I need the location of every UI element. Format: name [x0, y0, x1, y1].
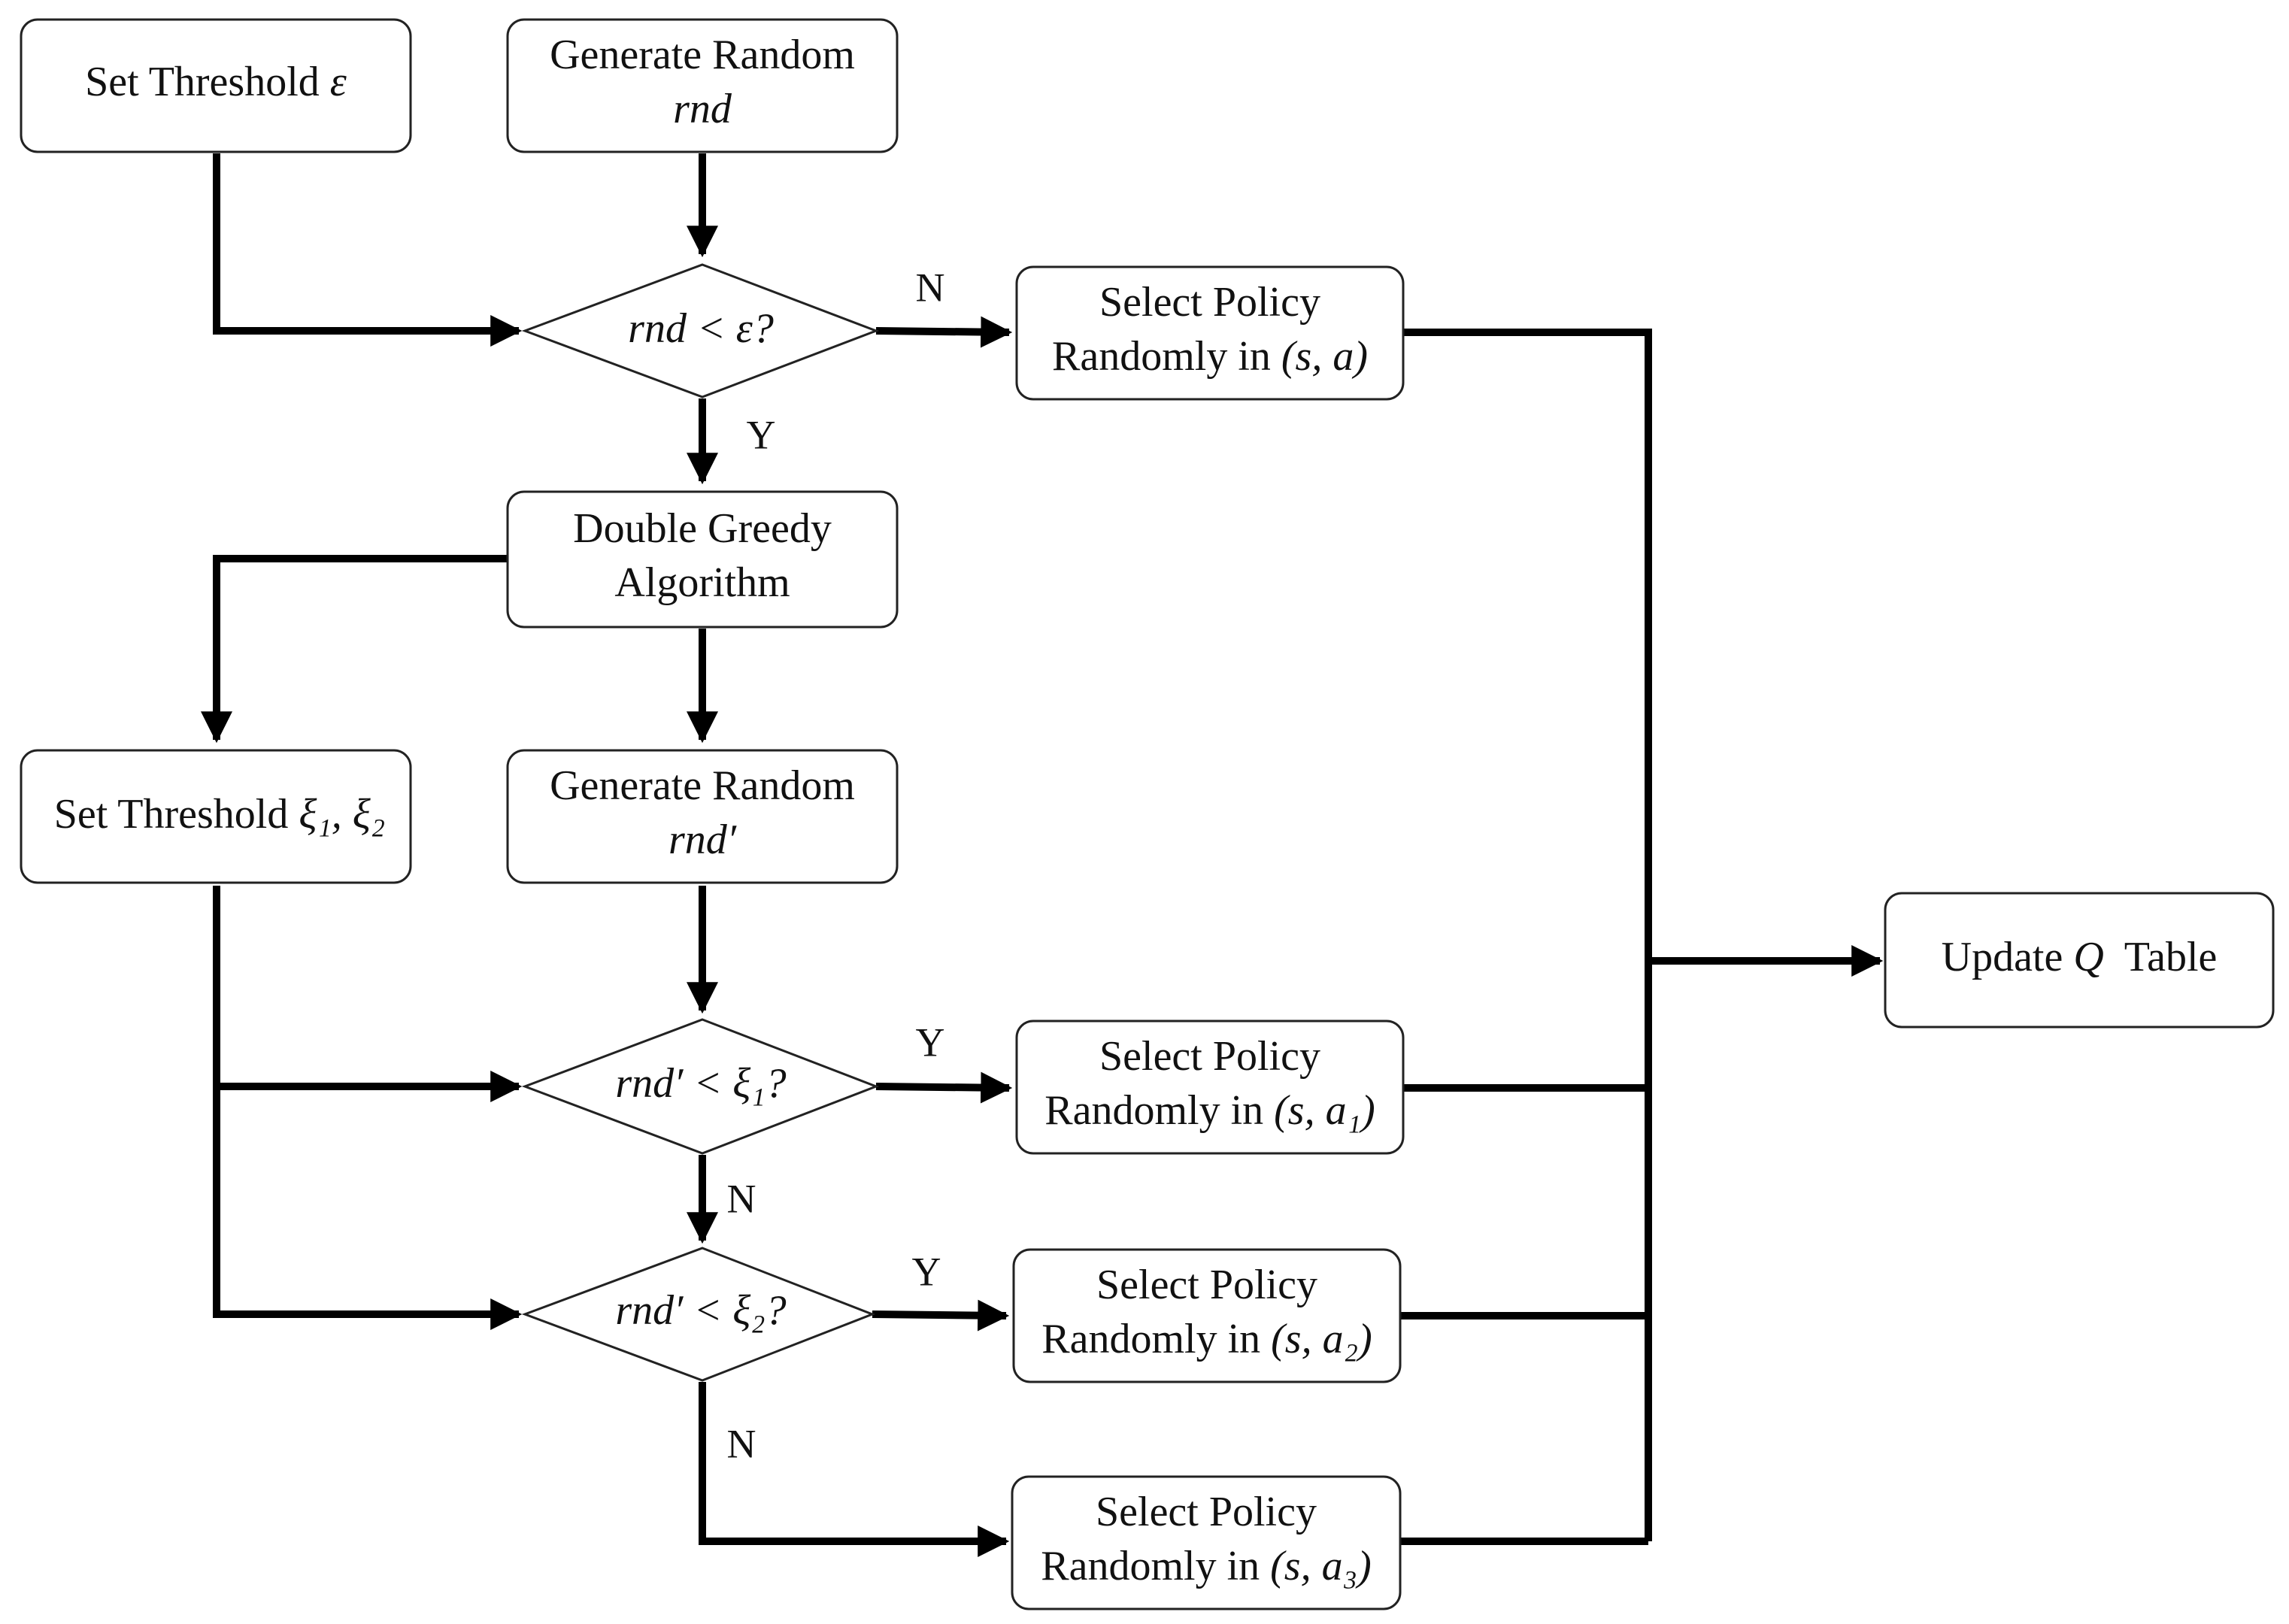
node-decision-rnd-prime-lt-xi1: rnd′ < ξ₁?: [521, 1018, 880, 1155]
node-generate-random-rnd-label: Generate Random rnd: [550, 32, 855, 132]
text-run: Set Threshold: [85, 59, 330, 105]
text-run: Generate Random: [550, 32, 855, 78]
edge-select-sa-to-bus: [1403, 329, 1652, 1541]
node-set-threshold-xi-label: Set Threshold ξ₁, ξ₂: [54, 791, 386, 838]
text-run: Select Policy: [1096, 1489, 1317, 1535]
label-line: Select Policy: [1099, 1033, 1320, 1080]
label-line: Randomly in (s, a₁): [1044, 1087, 1375, 1134]
node-decision-rnd-lt-eps: rnd < ε?: [521, 263, 880, 398]
text-run: Double Greedy: [573, 505, 832, 552]
label-line: Select Policy: [1096, 1489, 1317, 1535]
edges: [201, 153, 1884, 1557]
edge-label-xi2-no: N: [727, 1421, 756, 1466]
node-update-q-table: Update Q Table: [1884, 892, 2275, 1029]
label-line: rnd: [673, 86, 732, 132]
label-line: Set Threshold ξ₁, ξ₂: [54, 791, 386, 838]
math-run: Q: [2073, 934, 2103, 980]
node-generate-random-rnd-prime: Generate Random rnd′: [506, 749, 899, 884]
label-line: Generate Random: [550, 32, 855, 78]
text-run: Set Threshold: [54, 791, 299, 838]
label-line: rnd′ < ξ₁?: [615, 1060, 786, 1107]
label-line: Algorithm: [614, 559, 790, 606]
node-decision-rnd-prime-lt-xi2-label: rnd′ < ξ₂?: [615, 1287, 786, 1334]
label-line: Double Greedy: [573, 505, 832, 552]
label-line: rnd′ < ξ₂?: [615, 1287, 786, 1334]
edge-decision-xi2-no-to-select-sa3: [699, 1382, 1010, 1557]
edge-label-eps-yes: Y: [747, 412, 776, 457]
text-run: Randomly in: [1041, 1316, 1271, 1362]
edge-threshold-xi-to-decision-xi2: [213, 1086, 523, 1330]
label-line: Select Policy: [1099, 279, 1320, 326]
text-run: Randomly in: [1052, 333, 1281, 380]
math-run: ε: [330, 59, 347, 105]
math-run: (s, a): [1281, 333, 1368, 380]
edge-labels: N Y Y N Y N: [727, 265, 945, 1466]
math-run: rnd′: [669, 817, 737, 863]
node-generate-random-rnd: Generate Random rnd: [506, 18, 899, 153]
text-run: Select Policy: [1099, 1033, 1320, 1080]
text-run: Algorithm: [614, 559, 790, 606]
edge-double-greedy-to-threshold-xi: [201, 555, 508, 744]
math-run: ξ₁, ξ₂: [299, 791, 385, 838]
text-run: Generate Random: [550, 762, 855, 809]
edge-decision-xi2-yes-to-select-sa2: [872, 1299, 1010, 1332]
node-decision-rnd-lt-eps-label: rnd < ε?: [628, 305, 774, 352]
label-line: Randomly in (s, a₂): [1041, 1316, 1372, 1362]
node-set-threshold-eps: Set Threshold ε: [20, 18, 412, 153]
text-run: Select Policy: [1096, 1262, 1317, 1308]
text-run: Update: [1942, 934, 2074, 980]
math-run: rnd′ < ξ₂?: [615, 1287, 786, 1334]
node-generate-random-rnd-prime-label: Generate Random rnd′: [550, 762, 855, 863]
math-run: rnd < ε?: [628, 305, 774, 352]
edge-decision-eps-no-to-select-sa: [875, 316, 1013, 348]
math-run: (s, a₂): [1271, 1316, 1372, 1362]
edge-label-eps-no: N: [916, 265, 945, 310]
label-line: Generate Random: [550, 762, 855, 809]
edge-label-xi1-no: N: [727, 1176, 756, 1221]
node-set-threshold-xi: Set Threshold ξ₁, ξ₂: [20, 749, 412, 884]
nodes: Set Threshold ε Generate Random rnd rnd <…: [20, 18, 2275, 1610]
math-run: rnd′ < ξ₁?: [615, 1060, 786, 1107]
edge-decision-xi1-yes-to-select-sa1: [875, 1071, 1013, 1104]
node-decision-rnd-prime-lt-xi1-label: rnd′ < ξ₁?: [615, 1060, 786, 1107]
label-line: Update Q Table: [1942, 934, 2218, 980]
text-run: Select Policy: [1099, 279, 1320, 326]
text-run: Randomly in: [1041, 1543, 1270, 1589]
math-run: (s, a₁): [1274, 1087, 1375, 1134]
text-run: Table: [2104, 934, 2218, 980]
math-run: (s, a₃): [1270, 1543, 1372, 1589]
edge-label-xi1-yes: Y: [916, 1020, 945, 1065]
edge-threshold-xi-to-decision-xi1: [213, 886, 523, 1102]
edge-threshold-eps-to-decision-eps: [213, 153, 523, 347]
edge-label-xi2-yes: Y: [912, 1249, 941, 1294]
node-update-q-table-label: Update Q Table: [1942, 934, 2218, 980]
text-run: Randomly in: [1044, 1087, 1274, 1134]
label-line: Randomly in (s, a): [1052, 333, 1368, 380]
node-decision-rnd-prime-lt-xi2: rnd′ < ξ₂?: [521, 1247, 876, 1382]
label-line: Set Threshold ε: [85, 59, 347, 105]
node-set-threshold-eps-label: Set Threshold ε: [85, 59, 347, 105]
label-line: Randomly in (s, a₃): [1041, 1543, 1371, 1589]
label-line: rnd < ε?: [628, 305, 774, 352]
label-line: Select Policy: [1096, 1262, 1317, 1308]
label-line: rnd′: [669, 817, 737, 863]
math-run: rnd: [673, 86, 732, 132]
